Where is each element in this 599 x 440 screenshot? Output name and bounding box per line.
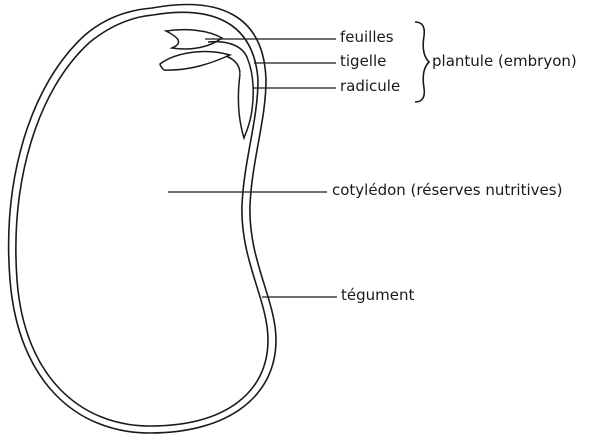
label-radicule: radicule [340, 79, 400, 94]
label-cotyledon: cotylédon (réserves nutritives) [332, 183, 562, 198]
embryo-stem-lower [226, 56, 240, 74]
label-tegument: tégument [341, 288, 414, 303]
plantule-brace [415, 22, 429, 102]
label-tigelle: tigelle [340, 54, 386, 69]
label-plantule: plantule (embryon) [432, 54, 577, 69]
embryo-lower-leaf [160, 52, 230, 71]
seed-inner-outline [16, 12, 268, 426]
seed-outer-outline [9, 5, 276, 433]
label-feuilles: feuilles [340, 30, 394, 45]
